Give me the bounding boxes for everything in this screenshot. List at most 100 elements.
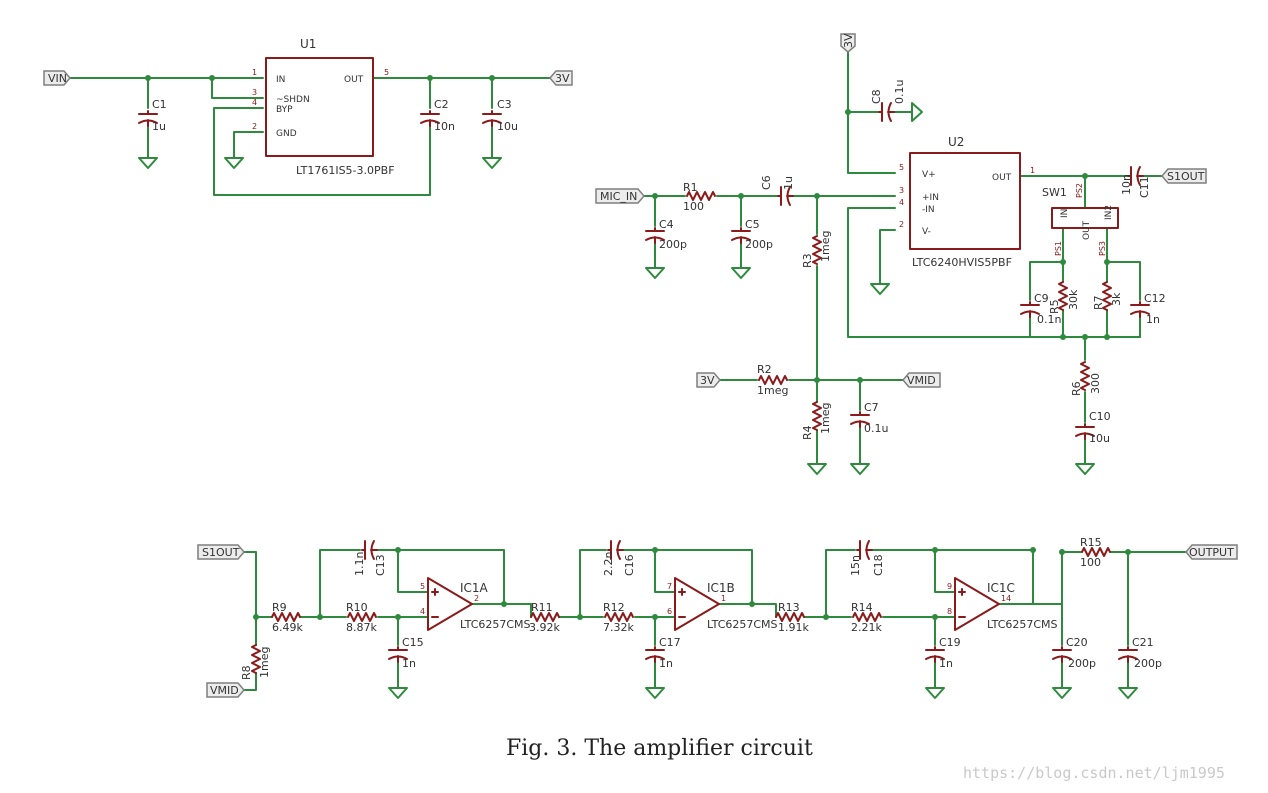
ground-symbol xyxy=(925,681,945,699)
capacitor-ref: C10 xyxy=(1089,410,1111,423)
resistor-ref: R6 xyxy=(1070,381,1083,396)
capacitor-value: 200p xyxy=(1068,657,1096,670)
figure-caption: Fig. 3. The amplifier circuit xyxy=(506,736,813,761)
resistor-ref: R10 xyxy=(346,601,368,614)
capacitor-value: 15n xyxy=(849,555,862,576)
ground-symbol xyxy=(850,457,870,475)
resistor: R10 8.87k xyxy=(346,601,377,634)
resistor-ref: R15 xyxy=(1080,536,1102,549)
capacitor: C90.1n xyxy=(1020,292,1061,326)
resistor-value: 1meg xyxy=(819,403,832,434)
opamp-pin-number: 5 xyxy=(420,582,425,591)
ground-symbol xyxy=(645,261,665,279)
opamp-pin-number: 2 xyxy=(474,594,479,603)
resistor: R3 1meg xyxy=(801,231,832,268)
capacitor-value: 0.1u xyxy=(864,422,888,435)
resistor-value: 7.32k xyxy=(603,621,634,634)
junctions xyxy=(145,75,1131,620)
resistor-ref: R11 xyxy=(531,601,553,614)
port-s1out: S1OUT xyxy=(1161,168,1207,184)
u1-pin-out: OUT xyxy=(344,75,364,85)
port-output: OUTPUT xyxy=(1185,544,1238,560)
capacitor-ref: C11 xyxy=(1138,176,1151,198)
u2-pin-inp: +IN xyxy=(922,193,939,203)
u2-part: LTC6240HVIS5PBF xyxy=(912,256,1012,269)
u1-pin-number: 5 xyxy=(384,68,389,77)
resistor-ref: R4 xyxy=(801,425,814,440)
u2-pin-number: 3 xyxy=(899,186,904,195)
resistor-ref: R3 xyxy=(801,253,814,268)
resistor-ref: R12 xyxy=(603,601,625,614)
capacitor-ref: C20 xyxy=(1066,636,1088,649)
capacitor-value: 1n xyxy=(939,657,953,670)
capacitor-value: 200p xyxy=(659,238,687,251)
port-s1out: S1OUT xyxy=(197,544,245,560)
capacitor-ref: C1 xyxy=(152,98,167,111)
capacitor-ref: C4 xyxy=(659,218,674,231)
u1-pin-in: IN xyxy=(276,75,285,85)
opamp-part: LTC6257CMS xyxy=(987,618,1058,631)
opamp-ref: IC1A xyxy=(460,581,489,595)
opamp-pin-number: 8 xyxy=(947,607,952,616)
ground-symbol xyxy=(911,102,923,122)
port-3v: 3V xyxy=(696,372,721,388)
resistor-value: 1meg xyxy=(757,384,788,397)
u1-part: LT1761IS5-3.0PBF xyxy=(296,164,395,177)
capacitor-ref: C9 xyxy=(1034,292,1049,305)
regulator-u1: U1 LT1761IS5-3.0PBF IN ~SHDN BYP GND OUT… xyxy=(252,37,395,177)
resistor-value: 1.91k xyxy=(778,621,809,634)
capacitor: C11 10n xyxy=(1120,166,1151,198)
port-vmid: VMID xyxy=(206,682,245,698)
u1-pin-gnd: GND xyxy=(276,129,297,139)
capacitor-ref: C2 xyxy=(434,98,449,111)
capacitor-ref: C3 xyxy=(497,98,512,111)
resistor-value: 3.92k xyxy=(529,621,560,634)
u2-pin-number: 2 xyxy=(899,220,904,229)
opamp-pin-number: 6 xyxy=(667,607,672,616)
resistor-ref: R14 xyxy=(851,601,873,614)
resistor-value: 8.87k xyxy=(346,621,377,634)
opamp-pin-number: 4 xyxy=(420,607,425,616)
u1-pin-number: 3 xyxy=(252,88,257,97)
port-mic-in: MIC_IN xyxy=(595,188,645,204)
port-label: OUTPUT xyxy=(1189,546,1234,559)
capacitor-ref: C16 xyxy=(623,554,636,576)
u2-pin-vp: V+ xyxy=(922,170,936,180)
opamp-part: LTC6257CMS xyxy=(460,618,531,631)
capacitor-value: 1n xyxy=(402,657,416,670)
u2-pin-inn: -IN xyxy=(922,205,935,215)
capacitor-ref: C13 xyxy=(374,554,387,576)
sw1-pin-in: IN xyxy=(1060,209,1070,218)
port-label: 3V xyxy=(842,33,855,48)
u2-pin-number: 1 xyxy=(1030,166,1035,175)
capacitor-value: 10n xyxy=(1120,174,1133,195)
resistor-value: 1meg xyxy=(819,231,832,262)
u2-pin-vn: V- xyxy=(922,227,931,237)
ground-symbol xyxy=(1118,681,1138,699)
port-3v: 3V xyxy=(840,33,856,53)
capacitor-value: 200p xyxy=(745,238,773,251)
capacitor-ref: C18 xyxy=(872,554,885,576)
opamp-pin-number: 1 xyxy=(721,594,726,603)
opamp-ref: IC1B xyxy=(707,581,735,595)
opamp-pin-number: 14 xyxy=(1001,594,1011,603)
capacitor-value: 10u xyxy=(1089,432,1110,445)
port-3v: 3V xyxy=(549,70,573,86)
capacitor-value: 0.1u xyxy=(893,80,906,104)
resistor: R4 1meg xyxy=(801,401,832,440)
resistor: R12 7.32k xyxy=(603,601,634,634)
capacitor-ref: C15 xyxy=(402,636,424,649)
sw1-pad: PS1 xyxy=(1054,241,1063,256)
